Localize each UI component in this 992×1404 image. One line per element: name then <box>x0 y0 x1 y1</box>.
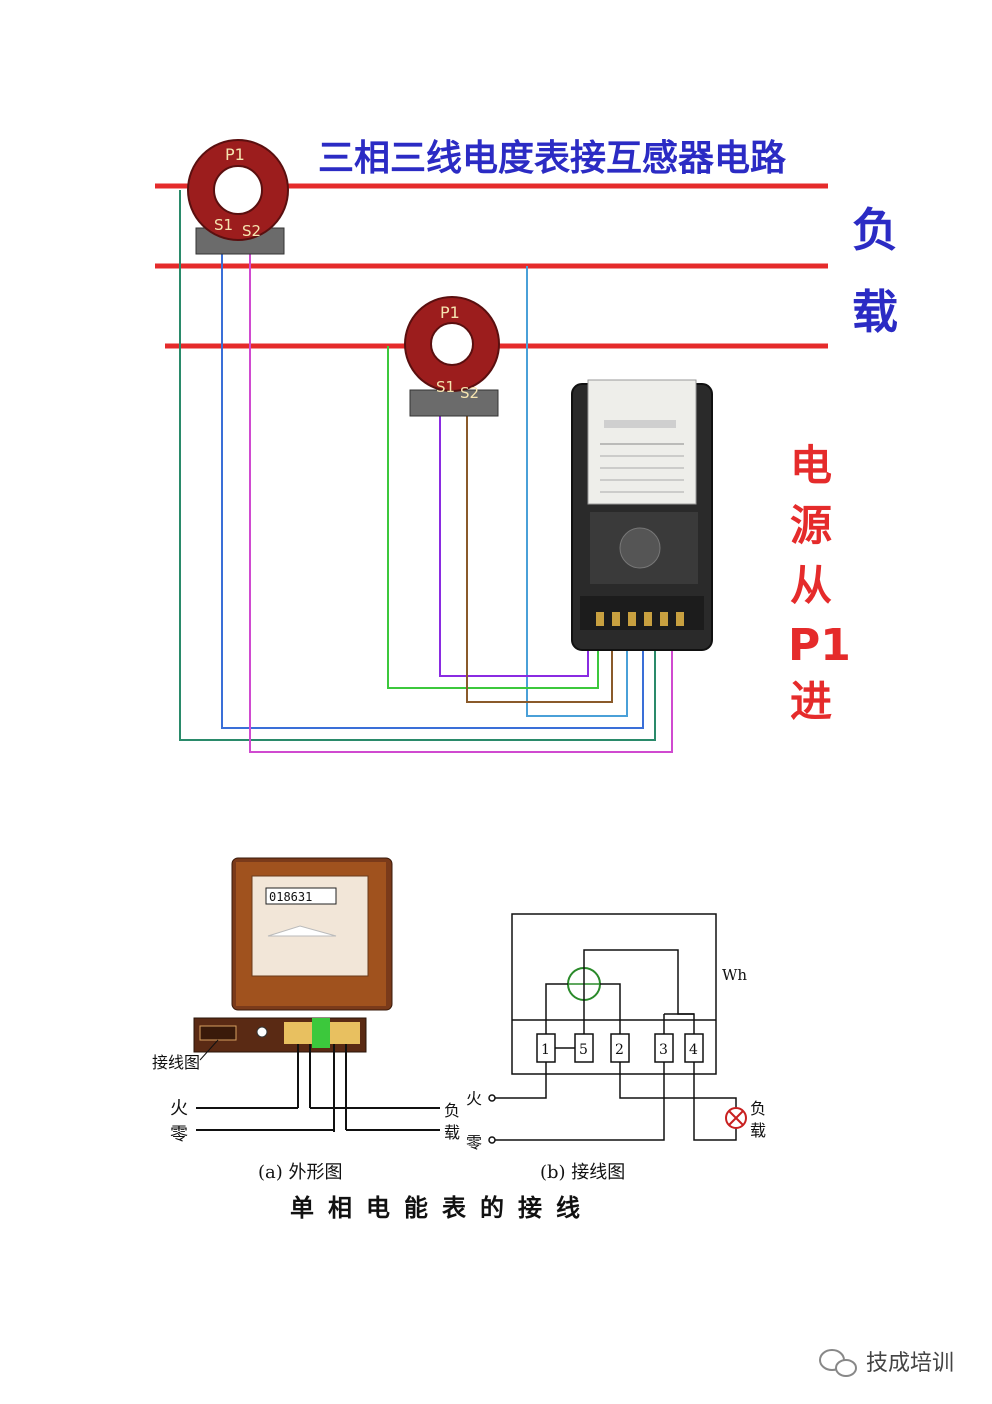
wiring-schematic <box>488 913 747 1144</box>
ct1-p1-label: P1 <box>225 145 245 164</box>
ct1-s1-label: S1 <box>214 216 233 234</box>
wire-purple-s1 <box>439 408 589 677</box>
current-transformer-1: P1 S1 S2 <box>187 139 289 255</box>
current-transformer-2: P1 S1 S2 <box>404 296 500 417</box>
label-live-a: 火 <box>170 1098 188 1119</box>
source-char-2: 源 <box>790 501 832 550</box>
load-char-2: 载 <box>852 285 898 339</box>
ct2-p1-label: P1 <box>440 303 460 322</box>
source-char-4: P1 <box>788 620 851 671</box>
label-wh: Wh <box>722 966 747 984</box>
terminal-5: 5 <box>579 1042 588 1058</box>
label-neutral-a: 零 <box>170 1124 188 1145</box>
diagram1-title: 三相三线电度表接互感器电路 <box>318 138 787 179</box>
watermark-text: 技成培训 <box>866 1351 954 1376</box>
caption-b: (b) 接线图 <box>540 1162 625 1183</box>
label-load-a-1: 负 <box>444 1101 460 1120</box>
single-phase-meter: 018631 接线图 火 零 负 载 <box>152 857 460 1145</box>
terminal-1: 1 <box>541 1042 550 1058</box>
ct2-s2-label: S2 <box>460 384 479 402</box>
source-char-5: 进 <box>790 677 832 726</box>
load-char-1: 负 <box>852 203 898 257</box>
wire-teal <box>179 190 656 741</box>
terminal-3: 3 <box>659 1042 668 1058</box>
terminal-4: 4 <box>689 1042 698 1058</box>
wire-brown-s2 <box>466 408 613 703</box>
caption-a: (a) 外形图 <box>258 1162 343 1183</box>
wire-blue-s1 <box>221 250 644 729</box>
wire-lightblue-phase-b <box>526 266 628 717</box>
label-load-a-2: 载 <box>444 1123 460 1142</box>
wire-green-phase-c <box>387 346 599 689</box>
meter-display: 018631 <box>269 890 312 904</box>
diagram2-title: 单相电能表的接线 <box>290 1193 594 1222</box>
label-neutral-b: 零 <box>466 1133 482 1152</box>
source-char-1: 电 <box>790 441 832 490</box>
ct2-bracket <box>409 389 499 417</box>
ct1-s2-label: S2 <box>242 222 261 240</box>
label-live-b: 火 <box>466 1089 482 1108</box>
terminal-2: 2 <box>615 1042 624 1058</box>
label-load-b-2: 载 <box>750 1121 766 1140</box>
wire-magenta-s2 <box>249 250 673 753</box>
source-char-3: 从 <box>790 561 832 610</box>
label-wiring: 接线图 <box>152 1053 200 1072</box>
wechat-icon <box>819 1349 857 1377</box>
three-phase-meter <box>571 379 713 651</box>
label-load-b-1: 负 <box>750 1099 766 1118</box>
ct2-s1-label: S1 <box>436 378 455 396</box>
